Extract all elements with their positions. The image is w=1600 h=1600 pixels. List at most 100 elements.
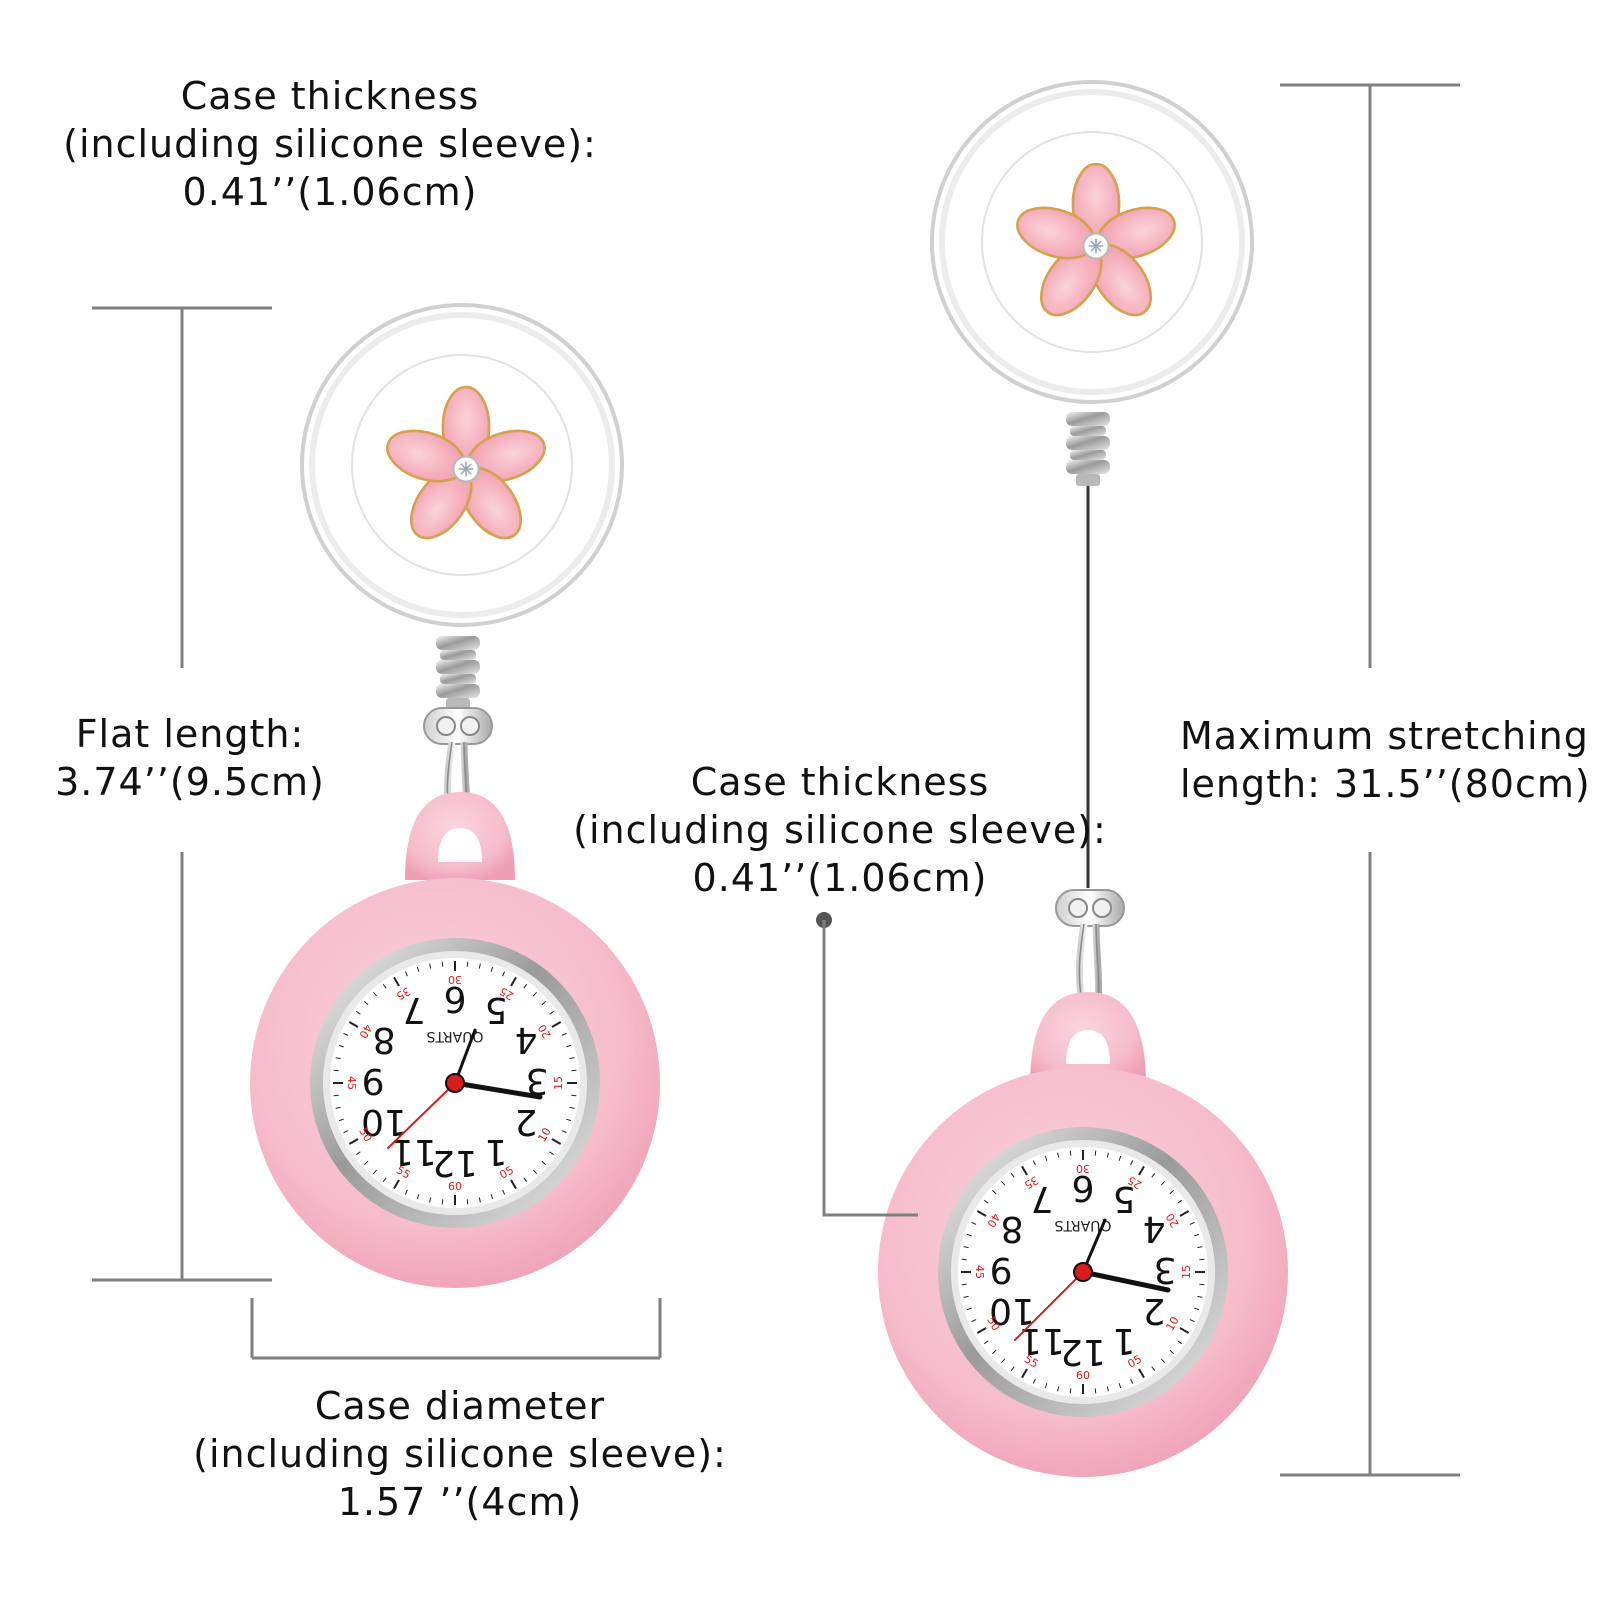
case-diameter-value: 1.57 ’’(4cm) [337, 1480, 583, 1524]
dial-tick [976, 1210, 987, 1217]
dial-tick [532, 992, 538, 997]
dial-number: 2 [1143, 1290, 1166, 1331]
dial-minute-mark: 40 [984, 1211, 1002, 1230]
dial-number: 12 [432, 1142, 478, 1183]
dial-tick [1106, 1386, 1109, 1392]
dial-tick [1130, 1378, 1134, 1384]
dial-tick [364, 1000, 369, 1006]
dial-tick [566, 1044, 572, 1048]
dial-tick [348, 1021, 359, 1028]
case-thickness-label-mid: Case thickness (including silicone sleev… [560, 758, 1120, 902]
case-diameter-label: Case diameter (including silicone sleeve… [180, 1382, 740, 1526]
dial-tick [466, 1199, 469, 1205]
dial-number: 6 [444, 978, 467, 1019]
dial-tick [441, 961, 444, 967]
dial-minute-mark: 40 [356, 1022, 374, 1041]
dial-minute-mark: 10 [536, 1125, 554, 1144]
dial-tick [382, 984, 387, 989]
dial-minute-mark: 45 [345, 1076, 358, 1090]
dial-tick [338, 1044, 344, 1048]
dial-tick [1151, 1173, 1156, 1178]
dial-tick [1197, 1246, 1203, 1249]
dial-minute-mark: 60 [448, 1180, 462, 1193]
dial-tick [510, 1179, 517, 1190]
right-spring-neck [1066, 412, 1110, 486]
right-reel-badge [932, 82, 1252, 402]
dial-minute-mark: 35 [1022, 1173, 1041, 1191]
dial-tick [1194, 1233, 1200, 1237]
dial-tick [532, 1169, 538, 1174]
dial-tick [335, 1106, 341, 1109]
dial-number: 2 [515, 1101, 538, 1142]
dial-tick [356, 1010, 361, 1015]
dial-tick [1032, 1160, 1036, 1166]
dial-minute-mark: 15 [552, 1076, 565, 1090]
dial-tick [1160, 1181, 1166, 1186]
dial-tick [961, 1283, 967, 1286]
case-thickness-label-top: Case thickness (including silicone sleev… [60, 72, 600, 216]
dial-minute-mark: 05 [497, 1164, 516, 1182]
flat-length-dimension [92, 306, 272, 1282]
dial-tick [1169, 1189, 1174, 1195]
case-thickness-title: Case thickness [690, 760, 990, 804]
dial-number: 11 [1019, 1320, 1065, 1361]
dial-tick [1118, 1155, 1122, 1161]
right-dial-brand: QUARTS [1054, 1217, 1111, 1233]
dial-tick [1160, 1358, 1166, 1363]
right-dial-ticks [961, 1150, 1205, 1394]
dial-tick [343, 1130, 349, 1134]
dial-tick [1021, 1165, 1028, 1176]
dial-number: 1 [1113, 1320, 1136, 1361]
dial-tick [372, 1169, 378, 1174]
dial-tick [1199, 1283, 1205, 1286]
flat-length-label: Flat length: 3.74’’(9.5cm) [40, 710, 340, 806]
dial-number: 7 [403, 989, 426, 1030]
dial-tick [382, 1177, 387, 1182]
dial-tick [1130, 1160, 1134, 1166]
dial-number: 10 [989, 1290, 1035, 1331]
case-thickness-note: (including silicone sleeve): [573, 808, 1107, 852]
dial-tick [364, 1160, 369, 1166]
dial-number: 9 [362, 1060, 385, 1101]
dial-tick [971, 1319, 977, 1323]
dial-number: 8 [1001, 1208, 1024, 1249]
dial-tick [404, 971, 408, 977]
dial-minute-mark: 50 [984, 1314, 1002, 1333]
dial-number: 5 [485, 989, 508, 1030]
max-stretch-dimension [1280, 83, 1460, 1477]
dial-tick [971, 1221, 977, 1225]
dial-tick [966, 1307, 972, 1311]
case-thickness-value: 0.41’’(1.06cm) [182, 170, 478, 214]
max-stretch-title: Maximum stretching [1180, 714, 1589, 758]
dial-tick [571, 1069, 577, 1072]
dial-tick [523, 1177, 528, 1182]
dial-tick [338, 1118, 344, 1122]
dial-tick [502, 971, 506, 977]
dial-minute-mark: 25 [1125, 1173, 1144, 1191]
left-spring-neck [436, 636, 480, 710]
dial-tick [1000, 1181, 1006, 1186]
left-hour-hand [452, 1080, 543, 1100]
dial-tick [333, 1094, 339, 1097]
flat-length-value: 3.74’’(9.5cm) [55, 760, 325, 804]
dial-tick [1094, 1388, 1097, 1394]
left-dial-brand: QUARTS [426, 1028, 483, 1044]
case-thickness-note: (including silicone sleeve): [63, 122, 597, 166]
case-diameter-note: (including silicone sleeve): [193, 1432, 727, 1476]
dial-tick [1197, 1295, 1203, 1298]
dial-tick [549, 1151, 554, 1156]
dial-minute-mark: 20 [536, 1022, 554, 1041]
dial-tick [466, 961, 469, 967]
dial-tick [984, 1199, 989, 1204]
dial-tick [1179, 1210, 1190, 1217]
dial-tick [963, 1295, 969, 1298]
dial-tick [416, 966, 420, 972]
dial-tick [984, 1340, 989, 1345]
dial-tick [571, 1094, 577, 1097]
dial-tick [441, 1199, 444, 1205]
dial-tick [510, 976, 517, 987]
dial-tick [1138, 1165, 1145, 1176]
